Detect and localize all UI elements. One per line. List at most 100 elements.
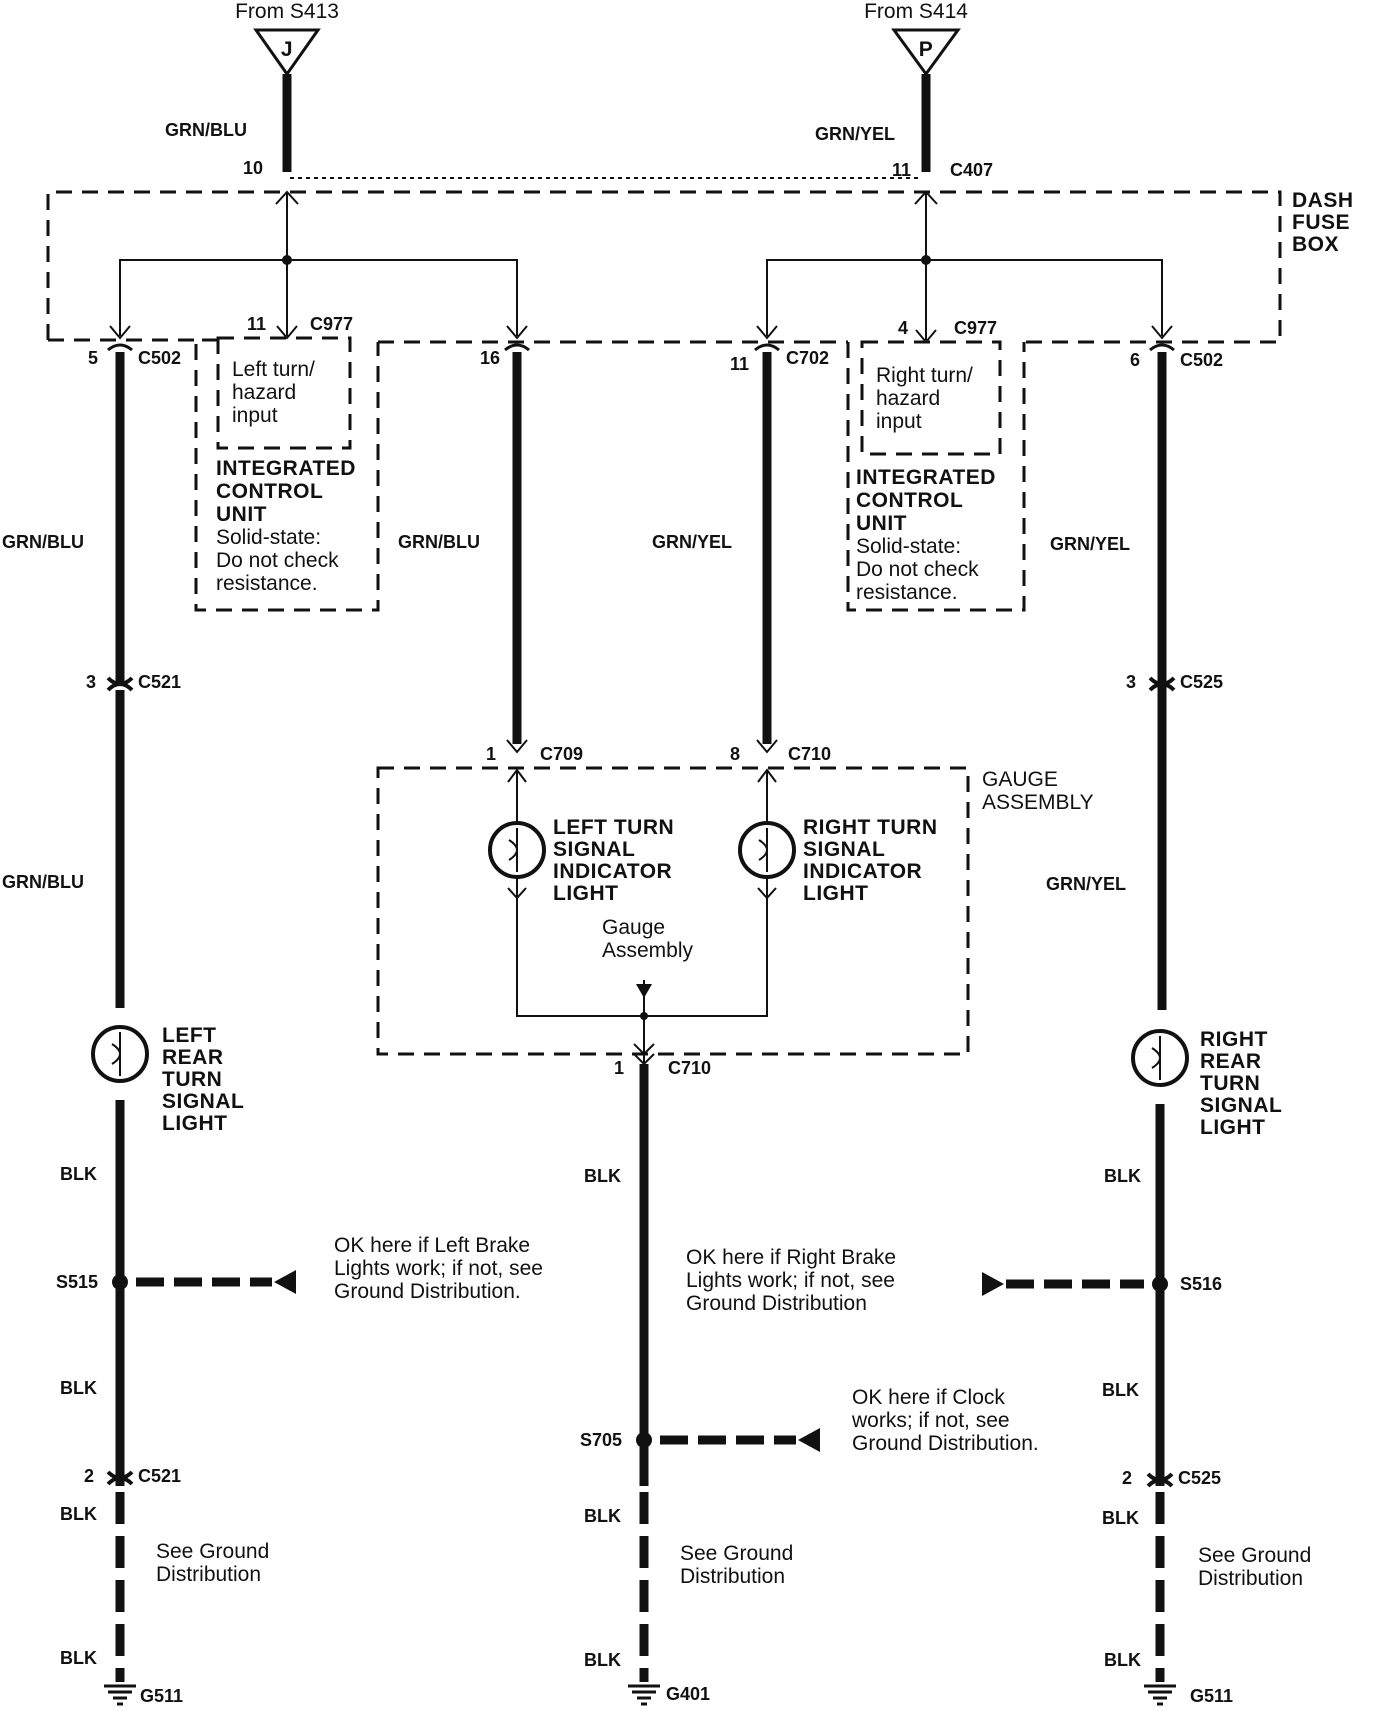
s705-note-3: Ground Distribution. — [852, 1432, 1039, 1455]
center-left-bottom-pin: 1 — [486, 744, 496, 764]
s516-note-2: Lights work; if not, see — [686, 1269, 895, 1292]
center-blk-2: BLK — [584, 1506, 621, 1526]
left-control-unit-outline — [194, 338, 380, 612]
left-cu-input-2: hazard — [232, 381, 296, 404]
left-blk-2: BLK — [60, 1378, 97, 1398]
left-light-label-1: LEFT — [162, 1024, 217, 1047]
ground-g511-right-label: G511 — [1190, 1686, 1233, 1706]
right-indicator-label-4: LIGHT — [803, 882, 869, 905]
center-ground-note-2: Distribution — [680, 1565, 785, 1588]
right-blk-2: BLK — [1102, 1380, 1139, 1400]
left-indicator-label-4: LIGHT — [553, 882, 619, 905]
left-lower-wire-color: GRN/BLU — [2, 872, 84, 892]
s515-note-2: Lights work; if not, see — [334, 1257, 543, 1280]
source-p-letter: P — [919, 38, 934, 61]
right-indicator-label-3: INDICATOR — [803, 860, 922, 883]
s705-note-1: OK here if Clock — [852, 1386, 1005, 1409]
right-light-label-3: TURN — [1200, 1072, 1260, 1095]
ground-g511-left-icon — [104, 1684, 136, 1706]
right-light-label-4: SIGNAL — [1200, 1094, 1282, 1117]
right-light-label-1: RIGHT — [1200, 1028, 1268, 1051]
source-j-letter: J — [281, 38, 293, 61]
s515-note-3: Ground Distribution. — [334, 1280, 521, 1303]
left-cu-input-1: Left turn/ — [232, 358, 315, 381]
right-cu-note-2: Do not check — [856, 558, 979, 581]
right-top-connector: C502 — [1180, 350, 1223, 370]
right-indicator-label-2: SIGNAL — [803, 838, 885, 861]
center-right-bottom-pin: 8 — [730, 744, 740, 764]
right-cu-input-1: Right turn/ — [876, 364, 973, 387]
dash-fuse-box-label-2: FUSE — [1292, 211, 1350, 234]
right-cu-name-2: CONTROL — [856, 489, 963, 512]
left-input-box — [216, 336, 352, 450]
right-light-label-5: LIGHT — [1200, 1116, 1266, 1139]
right-ground-note-2: Distribution — [1198, 1567, 1303, 1590]
left-indicator-label-1: LEFT TURN — [553, 816, 674, 839]
right-mid-pin: 3 — [1126, 672, 1136, 692]
left-bottom-connector: C521 — [138, 1466, 181, 1486]
ground-g401-label: G401 — [666, 1684, 710, 1704]
source-j-triangle — [253, 28, 321, 77]
left-cu-name-2: CONTROL — [216, 480, 323, 503]
junction-right — [921, 255, 931, 265]
left-cu-input-3: input — [232, 404, 278, 427]
right-lower-wire-color: GRN/YEL — [1046, 874, 1126, 894]
right-mid-connector: C525 — [1180, 672, 1223, 692]
ground-g511-right-icon — [1144, 1684, 1176, 1706]
center-blk-3: BLK — [584, 1650, 621, 1670]
pin-11-c407: 11 — [892, 160, 911, 180]
left-cu-note-1: Solid-state: — [216, 526, 321, 549]
center-right-top-pin: 11 — [730, 354, 749, 374]
left-blk-3: BLK — [60, 1504, 97, 1524]
right-bottom-pin: 2 — [1122, 1468, 1132, 1488]
left-blk-4: BLK — [60, 1648, 97, 1668]
left-top-connector: C502 — [138, 348, 181, 368]
center-right-top-connector: C702 — [786, 348, 829, 368]
gauge-out-pin: 1 — [614, 1058, 624, 1078]
right-cu-name-1: INTEGRATED — [856, 466, 996, 489]
left-indicator-label-3: INDICATOR — [553, 860, 672, 883]
ground-g401-icon — [628, 1684, 660, 1706]
right-cu-input-2: hazard — [876, 387, 940, 410]
splice-s705 — [636, 1432, 652, 1448]
s516-note-1: OK here if Right Brake — [686, 1246, 896, 1269]
left-mid-pin: 3 — [86, 672, 96, 692]
splice-s515 — [112, 1274, 128, 1290]
right-cu-note-3: resistance. — [856, 581, 958, 604]
right-bottom-connector: C525 — [1178, 1468, 1221, 1488]
left-light-label-4: SIGNAL — [162, 1090, 244, 1113]
s705-note-2: works; if not, see — [851, 1409, 1010, 1432]
left-cu-name-3: UNIT — [216, 503, 267, 526]
right-control-unit-outline — [846, 342, 1026, 612]
left-cu-note-3: resistance. — [216, 572, 318, 595]
ground-g511-left-label: G511 — [140, 1686, 183, 1706]
left-cu-pin: 11 — [247, 314, 266, 334]
left-bottom-pin: 2 — [84, 1466, 94, 1486]
right-indicator-label-1: RIGHT TURN — [803, 816, 938, 839]
gauge-inner-label-2: Assembly — [602, 939, 694, 962]
left-cu-connector: C977 — [310, 314, 353, 334]
right-blk-1: BLK — [1104, 1166, 1141, 1186]
right-cu-connector: C977 — [954, 318, 997, 338]
source-s414-label: From S414 — [864, 0, 968, 23]
splice-s516-label: S516 — [1180, 1274, 1222, 1294]
junction-left — [282, 255, 292, 265]
gauge-title-2: ASSEMBLY — [982, 791, 1094, 814]
left-light-label-2: REAR — [162, 1046, 224, 1069]
center-right-bottom-connector: C710 — [788, 744, 831, 764]
right-wire-color: GRN/YEL — [1050, 534, 1130, 554]
left-ground-note-1: See Ground — [156, 1540, 269, 1563]
source-p-triangle — [891, 28, 961, 77]
source-s413-label: From S413 — [235, 0, 339, 23]
gauge-assembly-outline — [376, 766, 970, 1056]
center-left-top-pin: 16 — [480, 348, 500, 368]
left-ground-note-2: Distribution — [156, 1563, 261, 1586]
center-ground-note-1: See Ground — [680, 1542, 793, 1565]
right-cu-input-3: input — [876, 410, 922, 433]
left-light-label-3: TURN — [162, 1068, 222, 1091]
right-blk-3: BLK — [1102, 1508, 1139, 1528]
gauge-title-1: GAUGE — [982, 768, 1058, 791]
splice-s705-label: S705 — [580, 1430, 622, 1450]
s705-arrow-icon — [798, 1428, 820, 1452]
